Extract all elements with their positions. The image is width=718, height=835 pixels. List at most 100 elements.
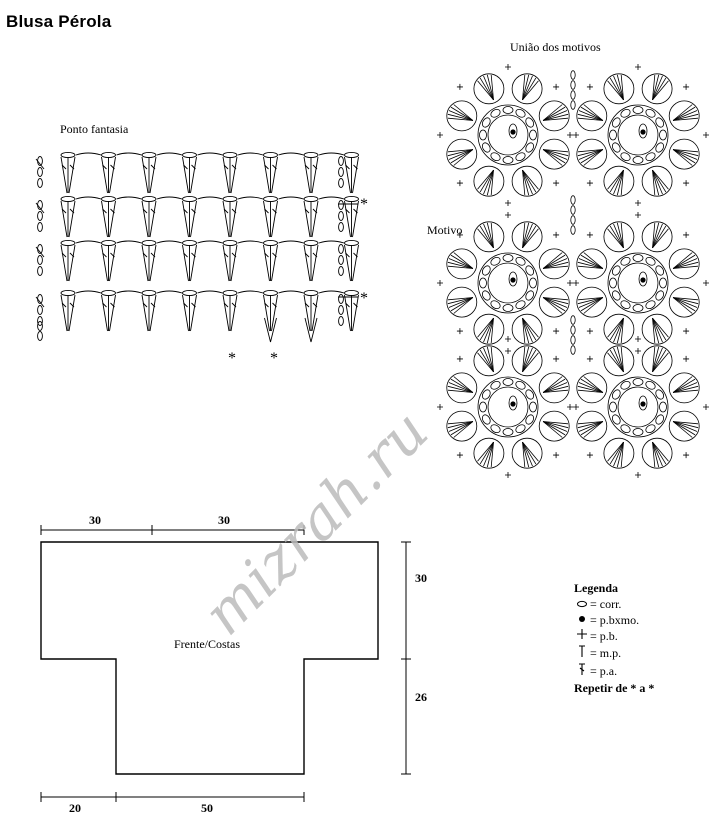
fan-stitch — [101, 151, 142, 194]
repeat-mark-right: * — [270, 350, 278, 367]
petal — [446, 286, 478, 318]
turning-chain — [37, 305, 43, 315]
ring-stitch — [659, 129, 667, 141]
ring-stitch — [645, 380, 656, 390]
single-crochet — [573, 280, 579, 286]
ring — [477, 376, 539, 438]
legend: Legenda = corr. = p.bxmo. = p.b. = m.p. … — [574, 580, 654, 696]
petal — [603, 437, 635, 469]
ring-stitch — [502, 428, 514, 436]
dim-top-left: 30 — [89, 513, 101, 527]
fan-stitch — [101, 289, 142, 332]
petal — [511, 73, 543, 105]
ring-stitch — [479, 277, 487, 289]
petal — [473, 221, 505, 253]
fan-stitch — [222, 195, 264, 238]
petal — [641, 165, 673, 197]
dimension-lines — [40, 525, 411, 802]
single-crochet — [437, 280, 443, 286]
ring-stitch — [632, 106, 644, 114]
ring-stitch — [655, 290, 665, 301]
ring-stitch — [609, 129, 617, 141]
ring-stitch — [515, 300, 526, 310]
center-loop — [508, 123, 518, 139]
dim-bottom-width: 50 — [201, 801, 213, 815]
single-crochet — [505, 472, 511, 478]
single-crochet — [553, 452, 560, 459]
ring-stitch — [645, 300, 656, 310]
ring-stitch — [515, 108, 526, 118]
fan-stitch — [222, 239, 264, 282]
ring-stitch — [525, 389, 535, 400]
turning-chain — [37, 167, 43, 177]
ring-stitch — [645, 424, 656, 434]
turning-chain — [37, 316, 43, 326]
ring-stitch — [620, 424, 631, 434]
ring-stitch — [490, 152, 501, 162]
single-crochet — [635, 200, 641, 206]
ring — [617, 262, 659, 304]
petal — [576, 100, 608, 132]
join-chain — [570, 325, 576, 335]
ring-stitch — [525, 414, 535, 425]
ring-stitch — [525, 265, 535, 276]
fan-stitch — [303, 151, 345, 194]
center-loop — [508, 271, 518, 287]
ring-stitch — [490, 256, 501, 266]
single-crochet — [586, 328, 593, 335]
ring-stitch — [481, 414, 491, 425]
dim-top-right: 30 — [218, 513, 230, 527]
center-loop — [638, 271, 648, 287]
repeat-leg — [264, 317, 277, 343]
turning-chain — [37, 331, 43, 341]
petal — [473, 345, 505, 377]
fan-stitch — [303, 239, 345, 282]
single-crochet — [635, 336, 641, 342]
ring-stitch — [609, 401, 617, 413]
ring-stitch — [515, 256, 526, 266]
ring — [607, 252, 669, 314]
single-crochet — [505, 336, 511, 342]
single-crochet — [505, 200, 511, 206]
single-crochet — [567, 404, 573, 410]
ring-stitch — [632, 378, 644, 386]
petal — [538, 372, 570, 404]
petal — [446, 372, 478, 404]
turning-chain — [338, 200, 344, 210]
petal — [511, 165, 543, 197]
petal — [668, 248, 700, 280]
legend-item: = m.p. — [574, 644, 654, 662]
edge-stitch — [35, 246, 45, 258]
turning-chain — [37, 321, 43, 331]
ring-stitch — [490, 424, 501, 434]
single-crochet — [567, 132, 573, 138]
legend-item: = p.a. — [574, 662, 654, 680]
fan-stitch — [303, 289, 345, 332]
schematic-outline — [40, 541, 379, 775]
petal — [538, 286, 570, 318]
single-crochet — [553, 231, 560, 238]
motif — [437, 212, 579, 354]
ring-stitch — [490, 380, 501, 390]
fan-stitch — [141, 239, 183, 282]
turning-chain — [338, 211, 344, 221]
stitch-pattern-label: Ponto fantasia — [60, 122, 129, 136]
fan-stitch — [182, 239, 223, 282]
ring-stitch — [655, 265, 665, 276]
petal — [473, 165, 505, 197]
join-chain — [570, 90, 576, 100]
turning-chain — [338, 222, 344, 232]
ring — [487, 114, 529, 156]
petal — [473, 73, 505, 105]
dim-upper-height: 30 — [415, 571, 427, 585]
single-crochet — [635, 64, 641, 70]
petal — [641, 221, 673, 253]
ring-stitch — [611, 389, 621, 400]
ring-stitch — [515, 152, 526, 162]
dim-bottom-offset: 20 — [69, 801, 81, 815]
single-crochet — [586, 355, 593, 362]
ring-stitch — [632, 156, 644, 164]
center-loop — [638, 123, 648, 139]
ring-stitch — [502, 156, 514, 164]
